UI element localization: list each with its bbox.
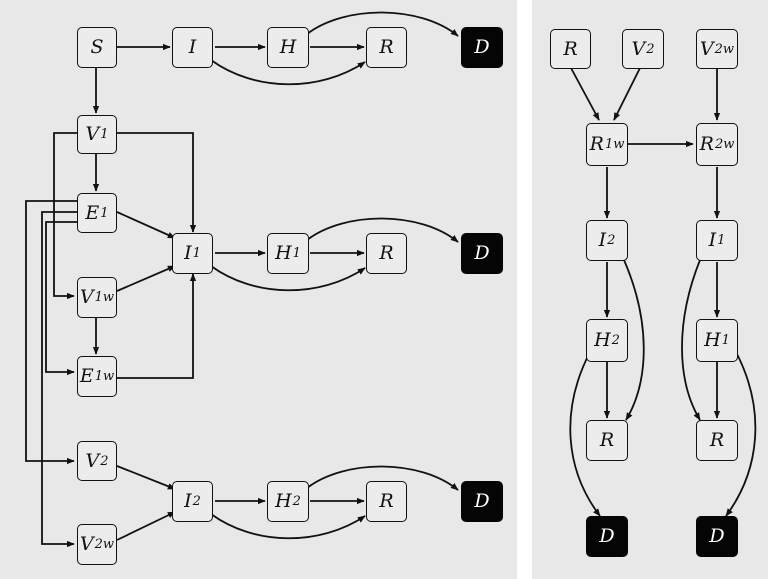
node-D-bot: D — [461, 481, 503, 522]
rnode-H2-sub: 2 — [611, 333, 620, 348]
node-R-bot-label: R — [379, 490, 394, 512]
node-V1-sub: 1 — [100, 127, 109, 142]
node-R-mid: R — [366, 233, 407, 274]
node-V2-label: V — [85, 449, 100, 472]
rnode-D-left-label: D — [599, 525, 615, 547]
node-I2-label: I — [184, 490, 192, 512]
node-E1-sub: 1 — [100, 205, 109, 221]
rnode-R1w-label: R — [589, 133, 604, 155]
node-V2w-label: V — [79, 533, 94, 555]
rnode-D-right-label: D — [709, 525, 725, 547]
node-D-top: D — [461, 27, 503, 68]
node-S-label: S — [90, 36, 104, 58]
rnode-I1-label: I — [708, 229, 717, 251]
rnode-R-right: R — [696, 420, 738, 461]
node-H1-label: H — [275, 242, 292, 264]
node-H-label: H — [279, 36, 297, 58]
rnode-R2w-label: R — [699, 133, 714, 155]
node-H2-label: H — [275, 490, 292, 512]
node-H2-sub: 2 — [292, 494, 301, 509]
rnode-R1w-sub: 1w — [604, 137, 625, 152]
rnode-V2w-in-sub: 2w — [714, 41, 735, 57]
rnode-R-in-label: R — [563, 37, 578, 60]
rnode-H1-label: H — [704, 329, 721, 351]
node-R-mid-label: R — [379, 242, 394, 264]
node-E1w-label: E — [79, 365, 94, 387]
node-V2w-sub: 2w — [94, 537, 115, 552]
node-D-top-label: D — [474, 36, 490, 58]
node-I1-label: I — [184, 242, 192, 264]
node-R-bot: R — [366, 481, 407, 522]
rnode-D-right: D — [696, 516, 738, 557]
node-E1w-sub: 1w — [94, 369, 115, 384]
rnode-V2-in-sub: 2 — [646, 41, 655, 57]
right-panel — [532, 0, 768, 579]
rnode-V2w-in-label: V — [699, 37, 714, 60]
node-R-top-label: R — [379, 36, 394, 58]
rnode-R-left-label: R — [599, 429, 615, 451]
node-V1-label: V — [85, 123, 100, 145]
node-V2-sub: 2 — [100, 453, 109, 469]
node-V1w-sub: 1w — [94, 290, 115, 305]
rnode-R-in: R — [550, 29, 591, 69]
node-S: S — [77, 27, 117, 68]
rnode-R2w-sub: 2w — [714, 137, 735, 152]
rnode-H2-label: H — [594, 329, 611, 351]
node-I: I — [172, 27, 213, 68]
node-I2-sub: 2 — [192, 494, 201, 509]
node-H1-sub: 1 — [292, 246, 301, 261]
rnode-I2-label: I — [598, 229, 607, 251]
node-R-top: R — [366, 27, 407, 68]
rnode-I2-sub: 2 — [607, 233, 616, 248]
node-I1-sub: 1 — [192, 246, 201, 261]
rnode-D-left: D — [586, 516, 628, 557]
node-D-mid: D — [461, 233, 503, 274]
rnode-H1-sub: 1 — [721, 333, 730, 348]
rnode-R-right-label: R — [709, 429, 725, 451]
rnode-R-left: R — [586, 420, 628, 461]
node-E1-label: E — [85, 201, 100, 224]
node-V1w-label: V — [79, 286, 94, 308]
rnode-V2-in-label: V — [631, 37, 646, 60]
node-D-mid-label: D — [474, 242, 490, 264]
node-I-label: I — [188, 36, 197, 58]
rnode-I1-sub: 1 — [717, 233, 726, 248]
node-D-bot-label: D — [474, 490, 490, 512]
node-H: H — [267, 27, 309, 68]
